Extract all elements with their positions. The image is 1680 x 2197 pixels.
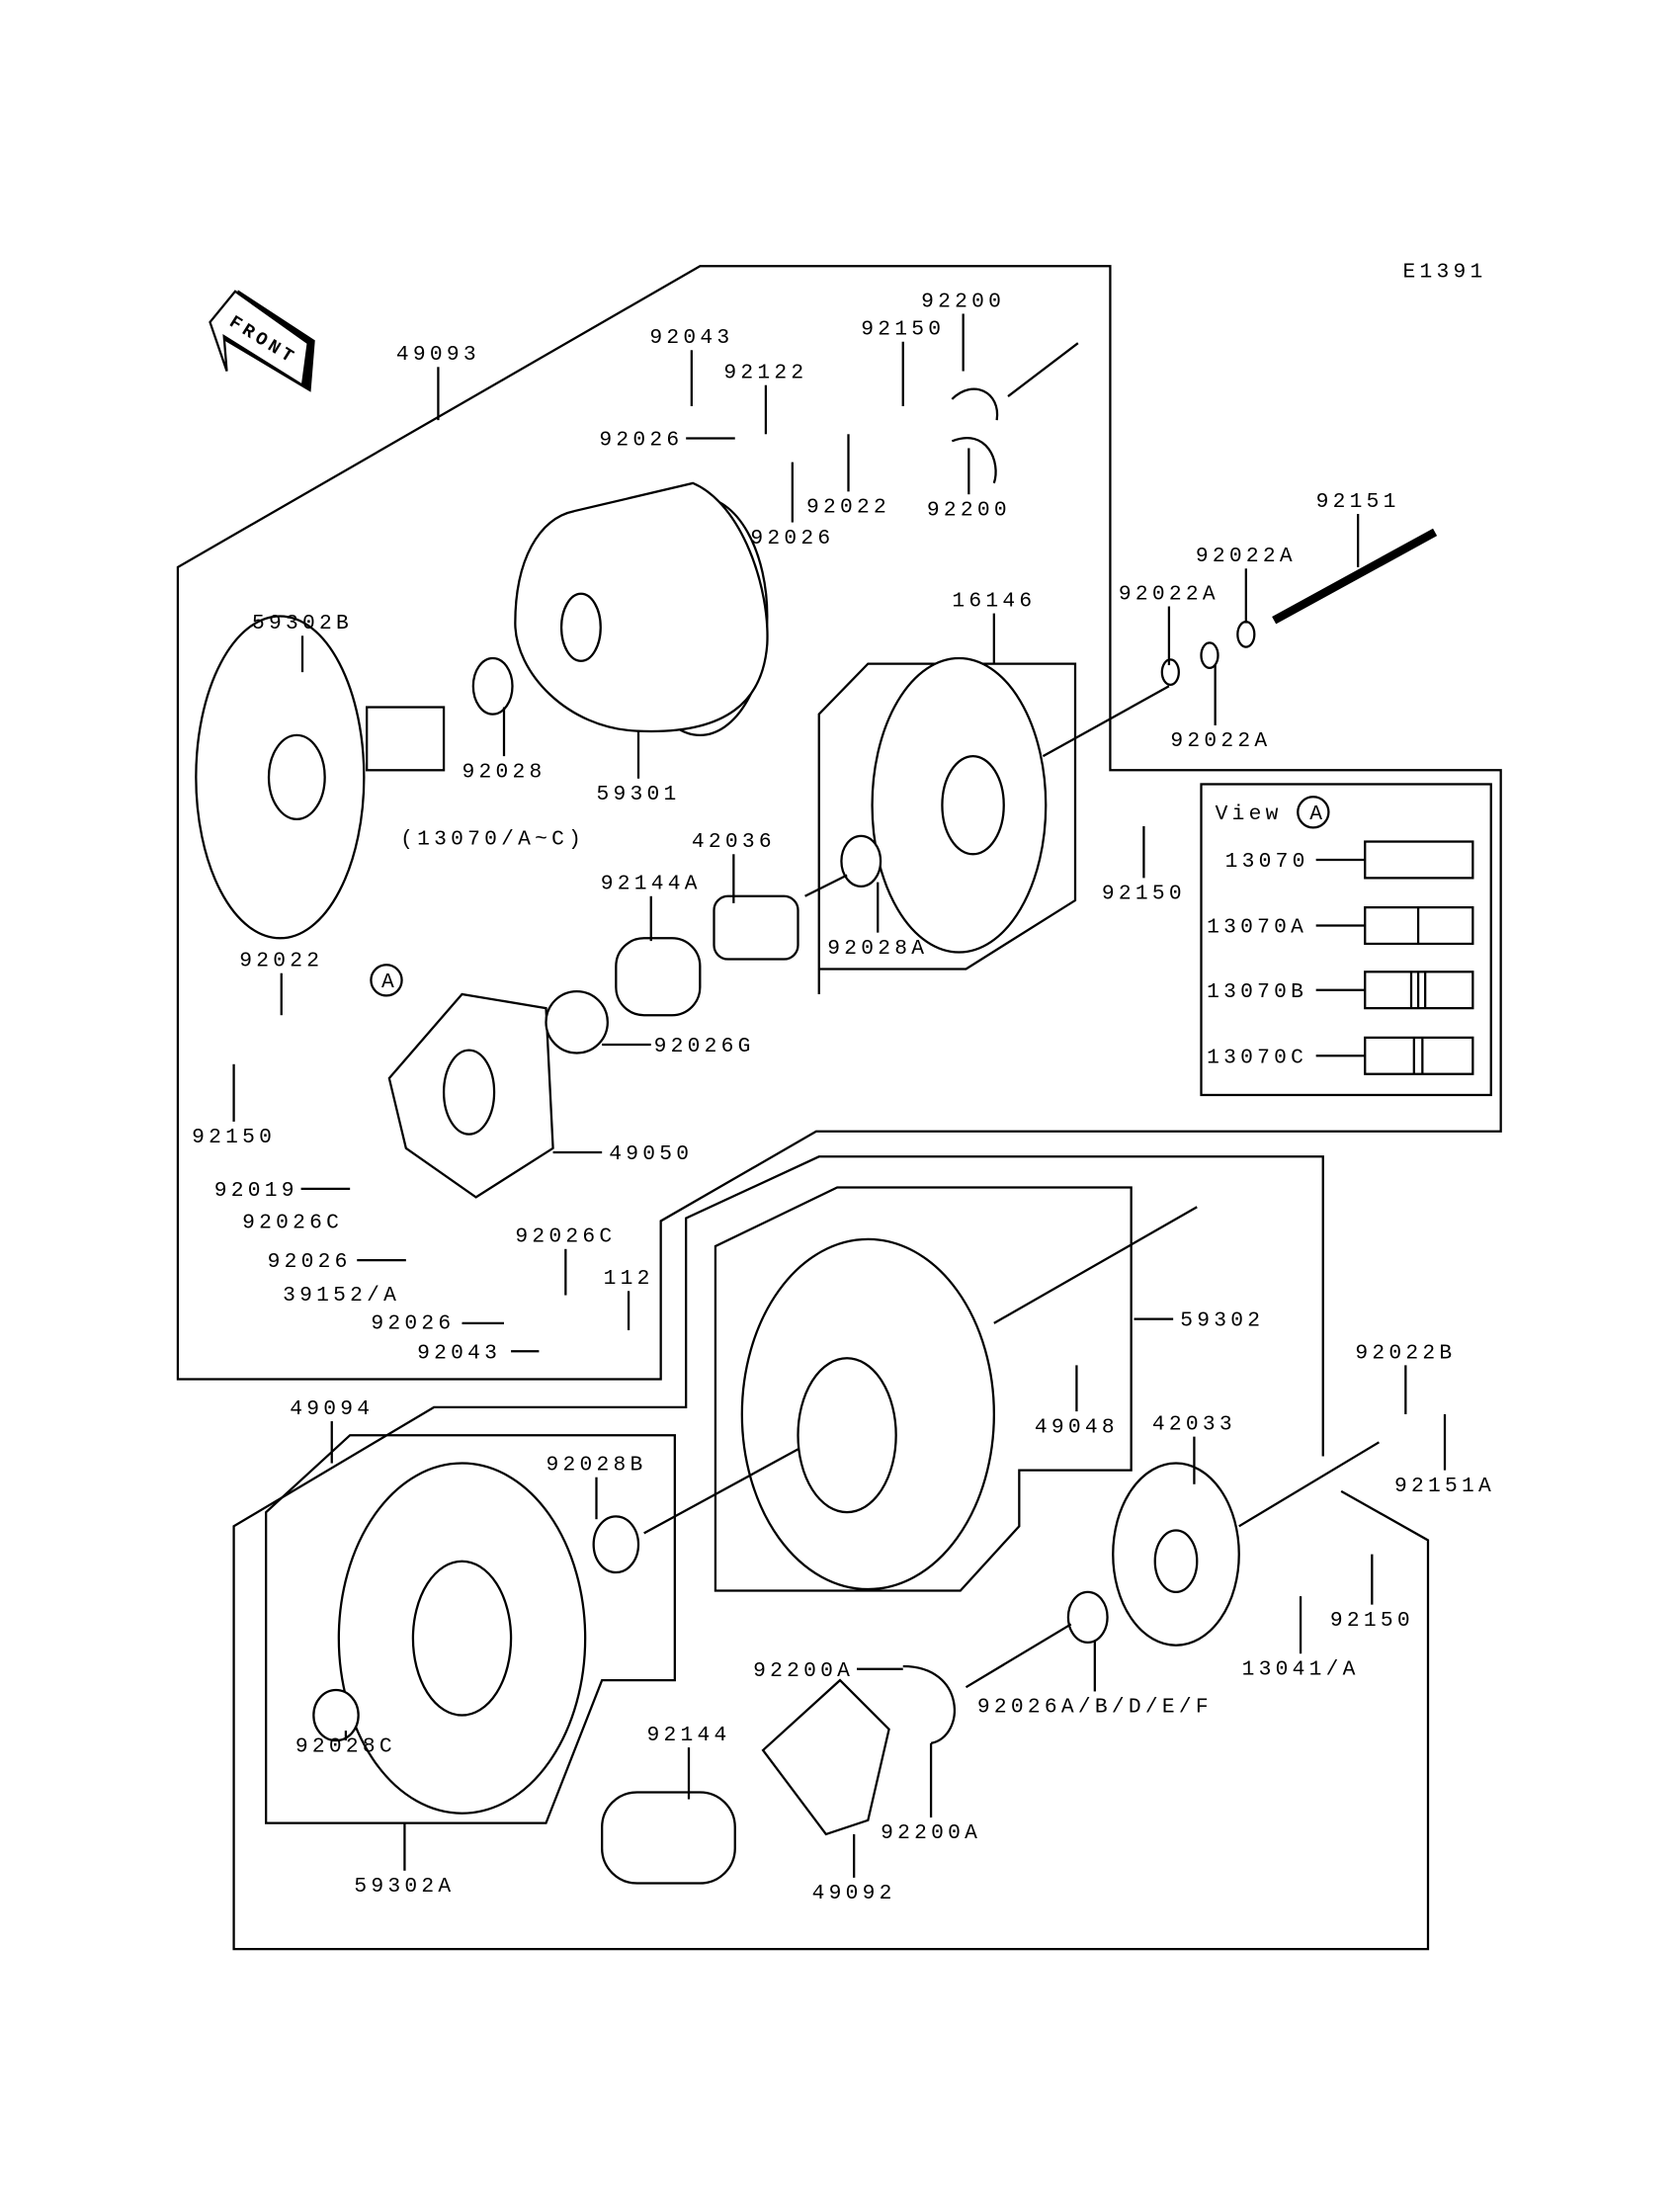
group-outline-49093 xyxy=(176,265,1502,1381)
cover-16146 xyxy=(871,656,1048,954)
leader-lines xyxy=(232,313,1447,1878)
group-outline-59302a xyxy=(265,1434,676,1824)
part-label: 92022B xyxy=(1355,1341,1456,1365)
bushing-92028 xyxy=(471,656,514,716)
part-label: 92150 xyxy=(861,318,945,342)
spring-92144a xyxy=(615,937,702,1017)
part-label: 92026 xyxy=(268,1250,352,1274)
sheave-49094 xyxy=(337,1462,587,1815)
part-label: 49048 xyxy=(1035,1415,1119,1439)
part-label: 42033 xyxy=(1152,1413,1236,1437)
part-label: 112 xyxy=(604,1267,654,1291)
part-label: 16146 xyxy=(952,590,1036,614)
part-label: 59302B xyxy=(252,612,353,635)
cam-49092 xyxy=(761,1678,890,1836)
part-label: 92022 xyxy=(806,496,890,520)
view-a: View A 13070 13070A 13070B 13070C xyxy=(1207,796,1474,1075)
part-label: 92151A xyxy=(1394,1475,1495,1498)
part-label: 92150 xyxy=(192,1126,276,1149)
part-label: 92026 xyxy=(750,527,834,550)
group-outline-16146 xyxy=(817,662,1077,994)
view-item-13070b: 13070B xyxy=(1207,971,1474,1010)
spider-49050 xyxy=(387,992,554,1199)
part-label: 92043 xyxy=(417,1341,501,1365)
part-label: 92200A xyxy=(881,1821,981,1845)
part-label: 49092 xyxy=(812,1882,896,1905)
part-label: 92022A xyxy=(1119,582,1219,606)
part-label: 42036 xyxy=(692,830,776,854)
view-item-13070a: 13070A xyxy=(1207,905,1474,946)
part-label: 92026C xyxy=(242,1212,343,1235)
part-label: 92200A xyxy=(753,1659,854,1683)
part-label: 92022A xyxy=(1196,545,1297,568)
part-label: 92144 xyxy=(646,1724,730,1747)
part-label: 92026A/B/D/E/F xyxy=(977,1696,1213,1720)
front-arrow-icon: FRONT xyxy=(209,290,315,392)
part-label: 92028C xyxy=(295,1734,396,1758)
part-label: 92122 xyxy=(723,362,807,385)
part-labels: 49093 92043 92122 92150 92200 92026 9202… xyxy=(192,290,1495,1905)
bolt-92151 xyxy=(1272,528,1438,625)
part-label: 92028 xyxy=(462,760,546,784)
svg-text:13070B: 13070B xyxy=(1207,980,1307,1004)
part-label: 92200 xyxy=(921,290,1005,313)
svg-text:13070: 13070 xyxy=(1225,850,1309,874)
drive-cover-59301 xyxy=(514,481,769,737)
part-label: 59302 xyxy=(1180,1310,1264,1333)
part-label: 49094 xyxy=(290,1397,374,1421)
spring-92144 xyxy=(601,1791,736,1885)
cam-42033 xyxy=(1112,1462,1240,1647)
part-label: (13070/A~C) xyxy=(400,827,585,851)
part-label: 92043 xyxy=(649,326,733,350)
part-label: 92022 xyxy=(239,950,323,973)
oring-92026g xyxy=(545,989,609,1055)
group-outline-59302 xyxy=(714,1186,1133,1592)
part-label: 92019 xyxy=(214,1179,298,1203)
part-label: 92151 xyxy=(1316,490,1400,514)
bushing-92028c xyxy=(312,1688,360,1742)
part-label: 92150 xyxy=(1330,1609,1414,1633)
sheave-59302b xyxy=(195,615,446,940)
bushing-92028b xyxy=(592,1515,640,1574)
part-label: 49050 xyxy=(609,1142,693,1166)
part-label: 92028B xyxy=(546,1454,646,1478)
bushing-92028a xyxy=(840,834,882,888)
svg-text:13070A: 13070A xyxy=(1207,916,1307,940)
svg-text:13070C: 13070C xyxy=(1207,1046,1307,1069)
part-label: 92026 xyxy=(599,429,683,453)
part-label: 59302A xyxy=(354,1875,455,1899)
part-label: 13041/A xyxy=(1242,1657,1360,1681)
view-a-box xyxy=(1200,783,1492,1097)
part-label: 92200 xyxy=(927,498,1011,522)
part-label: 49093 xyxy=(396,343,480,367)
part-label: 39152/A xyxy=(283,1284,400,1308)
view-item-13070: 13070 xyxy=(1225,840,1474,880)
view-title: View xyxy=(1216,803,1283,826)
ref-marker: A xyxy=(381,971,394,994)
view-marker: A xyxy=(1309,803,1322,826)
diagram-code: E1391 xyxy=(1402,261,1486,285)
group-outline-49094 xyxy=(232,1155,1430,1951)
ref-marker-circle xyxy=(370,964,403,997)
part-label: 92150 xyxy=(1102,883,1186,906)
sheave-59302 xyxy=(740,1237,995,1591)
part-label: 92022A xyxy=(1170,729,1271,753)
bushing-42036 xyxy=(713,894,799,961)
part-label: 92026 xyxy=(371,1312,455,1336)
part-label: 92026G xyxy=(654,1035,755,1058)
part-label: 92026C xyxy=(515,1225,616,1249)
part-label: 92028A xyxy=(827,937,928,961)
part-label: 59301 xyxy=(596,783,680,806)
view-item-13070c: 13070C xyxy=(1207,1036,1474,1075)
part-label: 92144A xyxy=(601,873,702,896)
